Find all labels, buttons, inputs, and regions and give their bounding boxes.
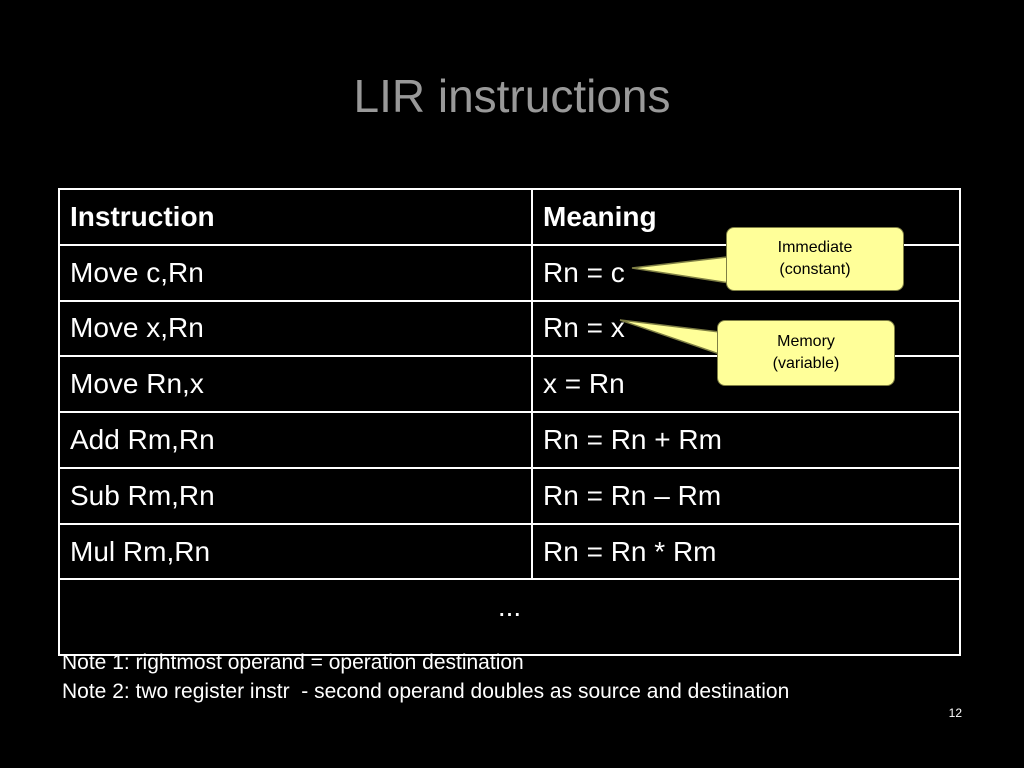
meaning-cell: Rn = Rn + Rm <box>531 411 961 469</box>
ellipsis-cell: ... <box>58 578 961 656</box>
callout-line: Memory <box>777 333 835 350</box>
immediate-callout: Immediate (constant) <box>726 227 904 291</box>
instruction-cell: Move x,Rn <box>58 299 533 358</box>
callout-line: (variable) <box>772 355 840 372</box>
slide-title: LIR instructions <box>353 70 671 122</box>
callout-line: Immediate <box>777 239 853 256</box>
meaning-cell: Rn = Rn – Rm <box>531 466 961 525</box>
slide-number: 12 <box>948 706 962 720</box>
meaning-cell: Rn = Rn * Rm <box>531 522 961 581</box>
callout-line: (constant) <box>779 261 851 278</box>
instruction-cell: Add Rm,Rn <box>58 411 533 469</box>
note-1: Note 1: rightmost operand = operation de… <box>62 651 524 674</box>
notes: Note 1: rightmost operand = operation de… <box>62 648 789 706</box>
instruction-cell: Move Rn,x <box>58 355 533 414</box>
instruction-cell: Mul Rm,Rn <box>58 522 533 581</box>
instruction-cell: Sub Rm,Rn <box>58 466 533 525</box>
table-row: Sub Rm,Rn Rn = Rn – Rm <box>58 466 961 525</box>
table-row: Mul Rm,Rn Rn = Rn * Rm <box>58 522 961 581</box>
table-header-row: Instruction Meaning <box>58 188 961 246</box>
table-row: Add Rm,Rn Rn = Rn + Rm <box>58 411 961 469</box>
memory-callout: Memory (variable) <box>717 320 895 386</box>
header-instruction: Instruction <box>58 188 533 246</box>
table-row-ellipsis: ... <box>58 578 961 656</box>
instruction-cell: Move c,Rn <box>58 243 533 302</box>
note-2: Note 2: two register instr - second oper… <box>62 680 790 703</box>
